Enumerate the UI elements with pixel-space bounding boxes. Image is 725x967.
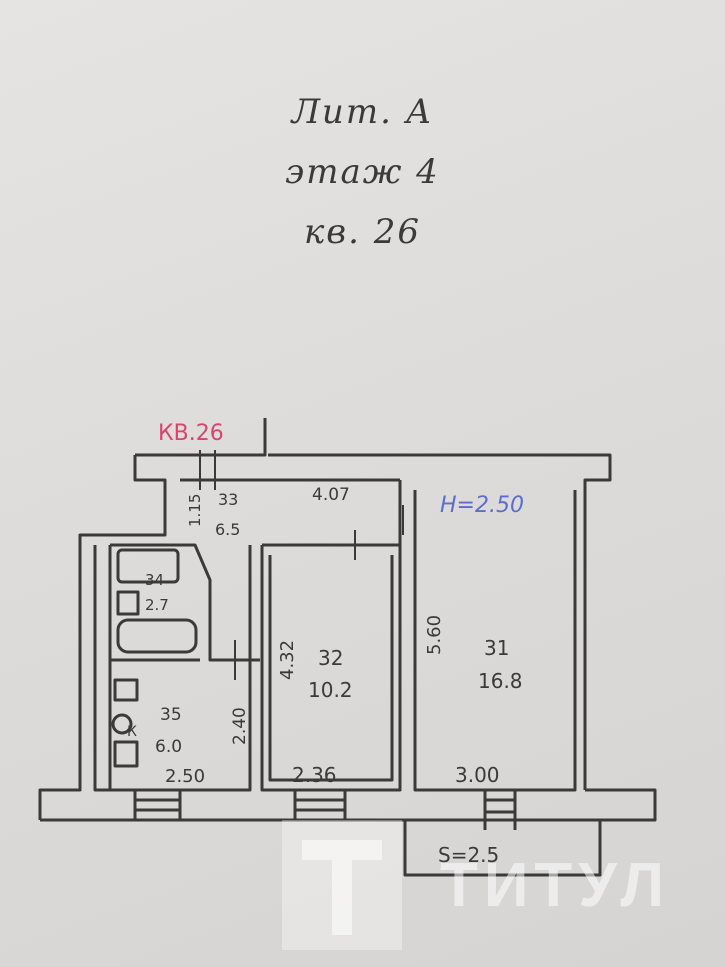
dim-kitchen-width: 2.50 bbox=[165, 766, 205, 787]
room-31-area: 16.8 bbox=[478, 669, 523, 693]
dim-kitchen-length: 2.40 bbox=[230, 707, 250, 745]
balcony-area: S=2.5 bbox=[438, 843, 499, 867]
stove-circle-icon bbox=[111, 713, 133, 735]
room-32-area: 10.2 bbox=[308, 678, 353, 702]
door-marks bbox=[199, 450, 404, 680]
stove-label: К bbox=[127, 724, 137, 740]
building-letter: Лит. А bbox=[291, 92, 434, 132]
room-33-area: 6.5 bbox=[215, 520, 240, 539]
bath-wall bbox=[110, 543, 260, 662]
room-33-number: 33 bbox=[218, 490, 238, 509]
dim-room32-length: 4.32 bbox=[277, 640, 298, 680]
room-32-number: 32 bbox=[318, 646, 343, 670]
dim-room31-length: 5.60 bbox=[424, 615, 445, 655]
dim-corridor-width: 1.15 bbox=[186, 494, 204, 527]
window-room32 bbox=[293, 790, 347, 820]
ceiling-height-label: Н=2.50 bbox=[440, 493, 524, 518]
window-room31 bbox=[483, 790, 517, 830]
bathtub-icon bbox=[116, 618, 198, 654]
room32-inner bbox=[268, 555, 394, 782]
inner-left-wall bbox=[93, 545, 110, 792]
room-31-number: 31 bbox=[484, 636, 509, 660]
outer-wall-bottom bbox=[40, 788, 657, 822]
watermark-logo-icon bbox=[282, 820, 402, 950]
outer-wall-left bbox=[38, 455, 167, 820]
dim-room31-width: 3.00 bbox=[455, 763, 500, 787]
room-34-number: 34 bbox=[145, 571, 164, 589]
dim-corridor-length: 4.07 bbox=[312, 485, 350, 505]
room-34-area: 2.7 bbox=[145, 596, 169, 614]
floor-number: этаж 4 bbox=[285, 152, 440, 192]
room31-walls bbox=[413, 490, 577, 792]
room-35-area: 6.0 bbox=[155, 737, 182, 757]
apartment-label: КВ.26 bbox=[158, 421, 224, 446]
toilet-icon bbox=[116, 548, 180, 584]
sink-kitchen-icon bbox=[113, 678, 139, 702]
apartment-number: кв. 26 bbox=[304, 212, 421, 252]
watermark-text: ТИТУЛ bbox=[440, 851, 671, 920]
room-35-number: 35 bbox=[160, 705, 182, 725]
outer-wall-top bbox=[135, 418, 612, 790]
dim-room32-width: 2.36 bbox=[292, 763, 337, 787]
stove-icon bbox=[113, 740, 139, 768]
sink-icon bbox=[116, 590, 140, 616]
balcony bbox=[403, 820, 602, 877]
window-kitchen bbox=[133, 790, 182, 820]
